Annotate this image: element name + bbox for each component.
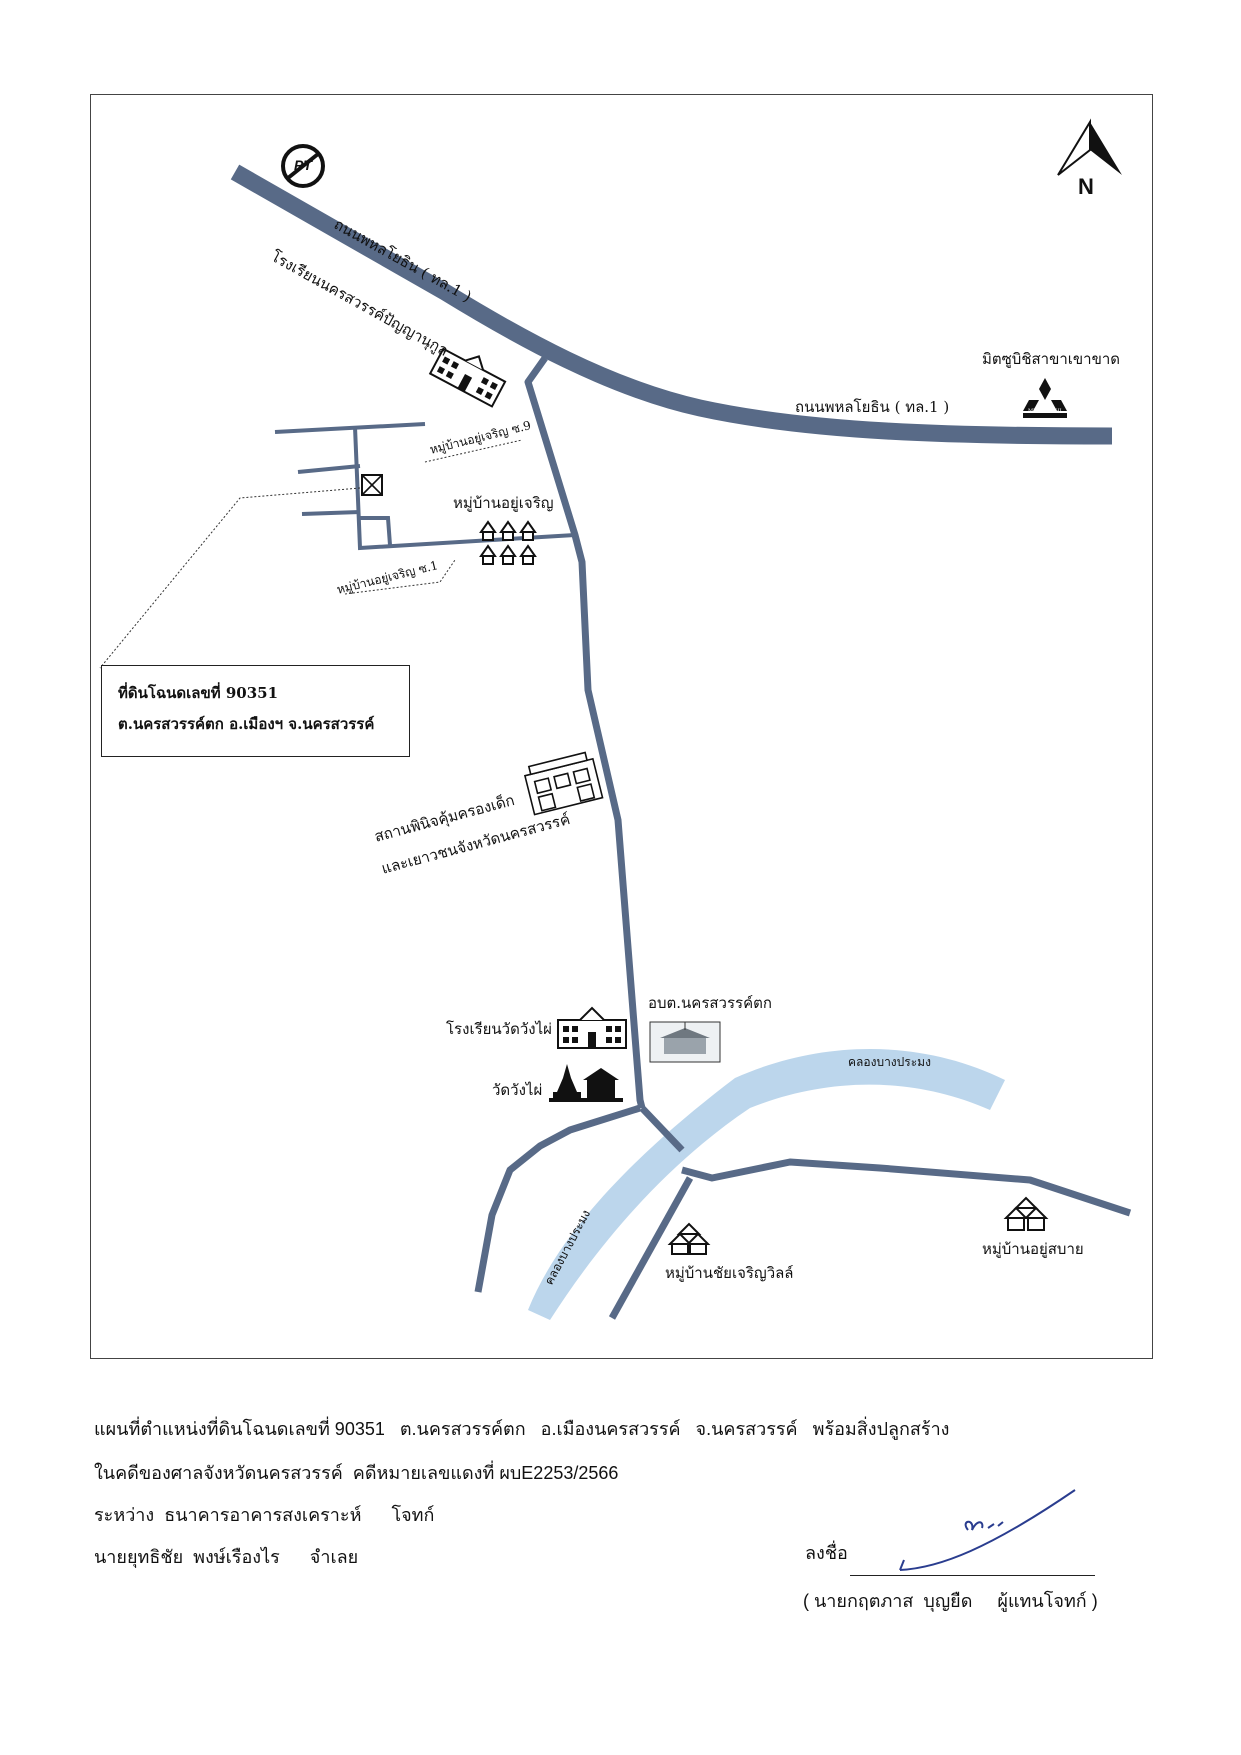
highway-phahonyothin bbox=[230, 164, 1113, 445]
plot-box-line-2: ต.นครสวรรค์ตก อ.เมืองฯ จ.นครสวรรค์ bbox=[118, 715, 375, 733]
local-road-main bbox=[524, 355, 685, 1153]
plot-box-line-1: ที่ดินโฉนดเลขที่ 90351 bbox=[118, 684, 279, 702]
signature-block: ลงชื่อ ( นายกฤตภาส บุญยืด ผู้แทนโจทก์ ) bbox=[803, 1480, 1135, 1620]
village-sabai-houses-icon bbox=[1003, 1196, 1049, 1231]
wat-school-label: โรงเรียนวัดวังไผ่ bbox=[446, 1020, 552, 1038]
plot-info-box: ที่ดินโฉนดเลขที่ 90351 ต.นครสวรรค์ตก อ.เ… bbox=[101, 665, 410, 757]
mitsubishi-logo-text: MITSUBISHI bbox=[1028, 408, 1062, 414]
footer-line-3: ระหว่าง ธนาคารอาคารสงเคราะห์ โจทก์ bbox=[94, 1505, 435, 1525]
village-houses-icon bbox=[479, 520, 537, 565]
school-building-icon bbox=[428, 347, 507, 408]
village-chai-label: หมู่บ้านชัยเจริญวิลล์ bbox=[665, 1264, 794, 1282]
village-sabai-label: หมู่บ้านอยู่สบาย bbox=[982, 1240, 1084, 1258]
wat-school-building-icon bbox=[557, 1006, 627, 1049]
canal-bangpramong bbox=[528, 1049, 1005, 1320]
pt-logo-text: PT bbox=[294, 157, 312, 173]
sign-label: ลงชื่อ bbox=[805, 1543, 848, 1563]
north-arrow-icon bbox=[1057, 118, 1122, 176]
north-label: N bbox=[1078, 174, 1094, 199]
plot-marker bbox=[361, 474, 383, 496]
pt-logo-icon bbox=[281, 144, 325, 188]
footer-line-1: แผนที่ตำแหน่งที่ดินโฉนดเลขที่ 90351 ต.นค… bbox=[94, 1419, 950, 1439]
juvenile-center-building-icon bbox=[523, 751, 604, 816]
footer-line-4: นายยุทธิชัย พงษ์เรืองไร จำเลย bbox=[94, 1547, 359, 1567]
village-label: หมู่บ้านอยู่เจริญ bbox=[453, 494, 554, 512]
village-chai-houses-icon bbox=[667, 1222, 711, 1255]
canal-label-right: คลองบางประมง bbox=[848, 1055, 931, 1069]
tambon-office-label: อบต.นครสวรรค์ตก bbox=[648, 994, 772, 1012]
mitsubishi-logo-icon bbox=[1023, 378, 1067, 418]
signer-name: ( นายกฤตภาส บุญยืด ผู้แทนโจทก์ ) bbox=[803, 1591, 1098, 1611]
temple-icon bbox=[549, 1064, 623, 1102]
temple-label: วัดวังไผ่ bbox=[492, 1081, 543, 1099]
mitsubishi-label: มิตซูบิชิสาขาเขาขาด bbox=[982, 350, 1120, 368]
signature-line bbox=[850, 1575, 1095, 1576]
southern-roads bbox=[474, 1104, 1132, 1320]
highway-label-right: ถนนพหลโยธิน ( ทล.1 ) bbox=[795, 398, 950, 416]
signature-scribble bbox=[899, 1489, 1076, 1571]
leader-lines bbox=[99, 439, 523, 669]
tambon-office-photo bbox=[649, 1021, 721, 1063]
footer-line-2: ในคดีของศาลจังหวัดนครสวรรค์ คดีหมายเลขแด… bbox=[94, 1463, 619, 1483]
